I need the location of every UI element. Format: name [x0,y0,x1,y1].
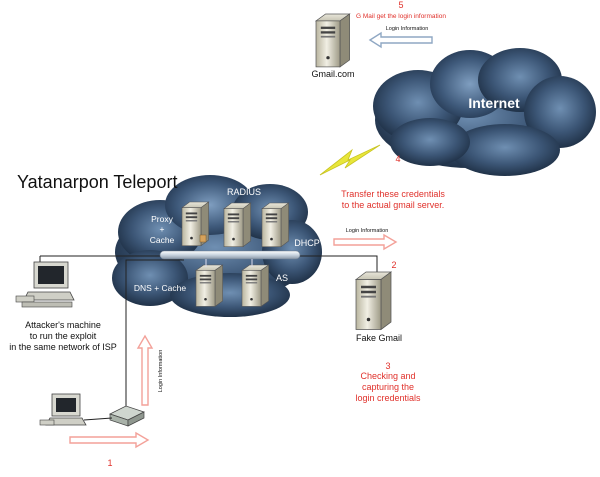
attacker-label-3: in the same network of ISP [9,342,117,352]
login-info-mid-label: Login Information [346,228,389,234]
radius-server [223,202,252,248]
step-1-number: 1 [107,458,112,468]
victim-computer-icon [39,393,87,426]
as-server [241,264,270,307]
gmail-label: Gmail.com [311,69,354,79]
victim-network-line [125,259,184,412]
arrow-login-up: Login Information [136,334,164,406]
as-label: AS [276,273,288,283]
internet-cloud: Internet [373,48,596,176]
login-info-top-label: Login Information [386,26,429,32]
page-title: Yatanarpon Teleport [17,172,177,192]
proxy-label-3: Cache [150,235,175,245]
attacker-label-2: to run the exploit [30,331,97,341]
step-2-number: 2 [391,260,396,270]
dns-cache-server [195,264,224,307]
arrow-login-to-fake: Login Information [333,228,398,251]
fake-gmail-label: Fake Gmail [356,333,402,343]
proxy-label-2: + [160,224,165,234]
step-5-number: 5 [398,0,403,10]
dhcp-label: DHCP [294,238,320,248]
step-4-line1: Transfer these credentials [341,189,445,199]
proxy-label-1: Proxy [151,214,173,224]
proxy-cache-server [181,201,210,247]
radius-label: RADIUS [227,187,261,197]
attacker-label-1: Attacker's machine [25,320,101,330]
network-bus [159,250,301,260]
step-3-line1: Checking and [360,371,415,381]
arrow-step-1 [69,431,150,449]
step-3-number: 3 [385,361,390,371]
lightning-link-icon [319,144,381,176]
fake-gmail-server: Fake Gmail [355,271,402,343]
arrow-login-to-gmail: Login Information [368,26,433,49]
dhcp-server [261,202,290,248]
step-5-text: G Mail get the login information [356,13,446,20]
step-3-line2: capturing the [362,382,414,392]
internet-label: Internet [468,95,520,111]
step-3-line3: login credentials [355,393,421,403]
gmail-server: Gmail.com [311,13,355,79]
router-icon [109,405,145,427]
step-4-number: 4 [395,154,400,164]
login-info-vertical-label: Login Information [158,350,164,393]
attacker-computer-icon [15,261,75,308]
fake-gmail-network-line [300,255,378,274]
step-4-line2: to the actual gmail server. [342,200,445,210]
dns-cache-label: DNS + Cache [134,283,186,293]
